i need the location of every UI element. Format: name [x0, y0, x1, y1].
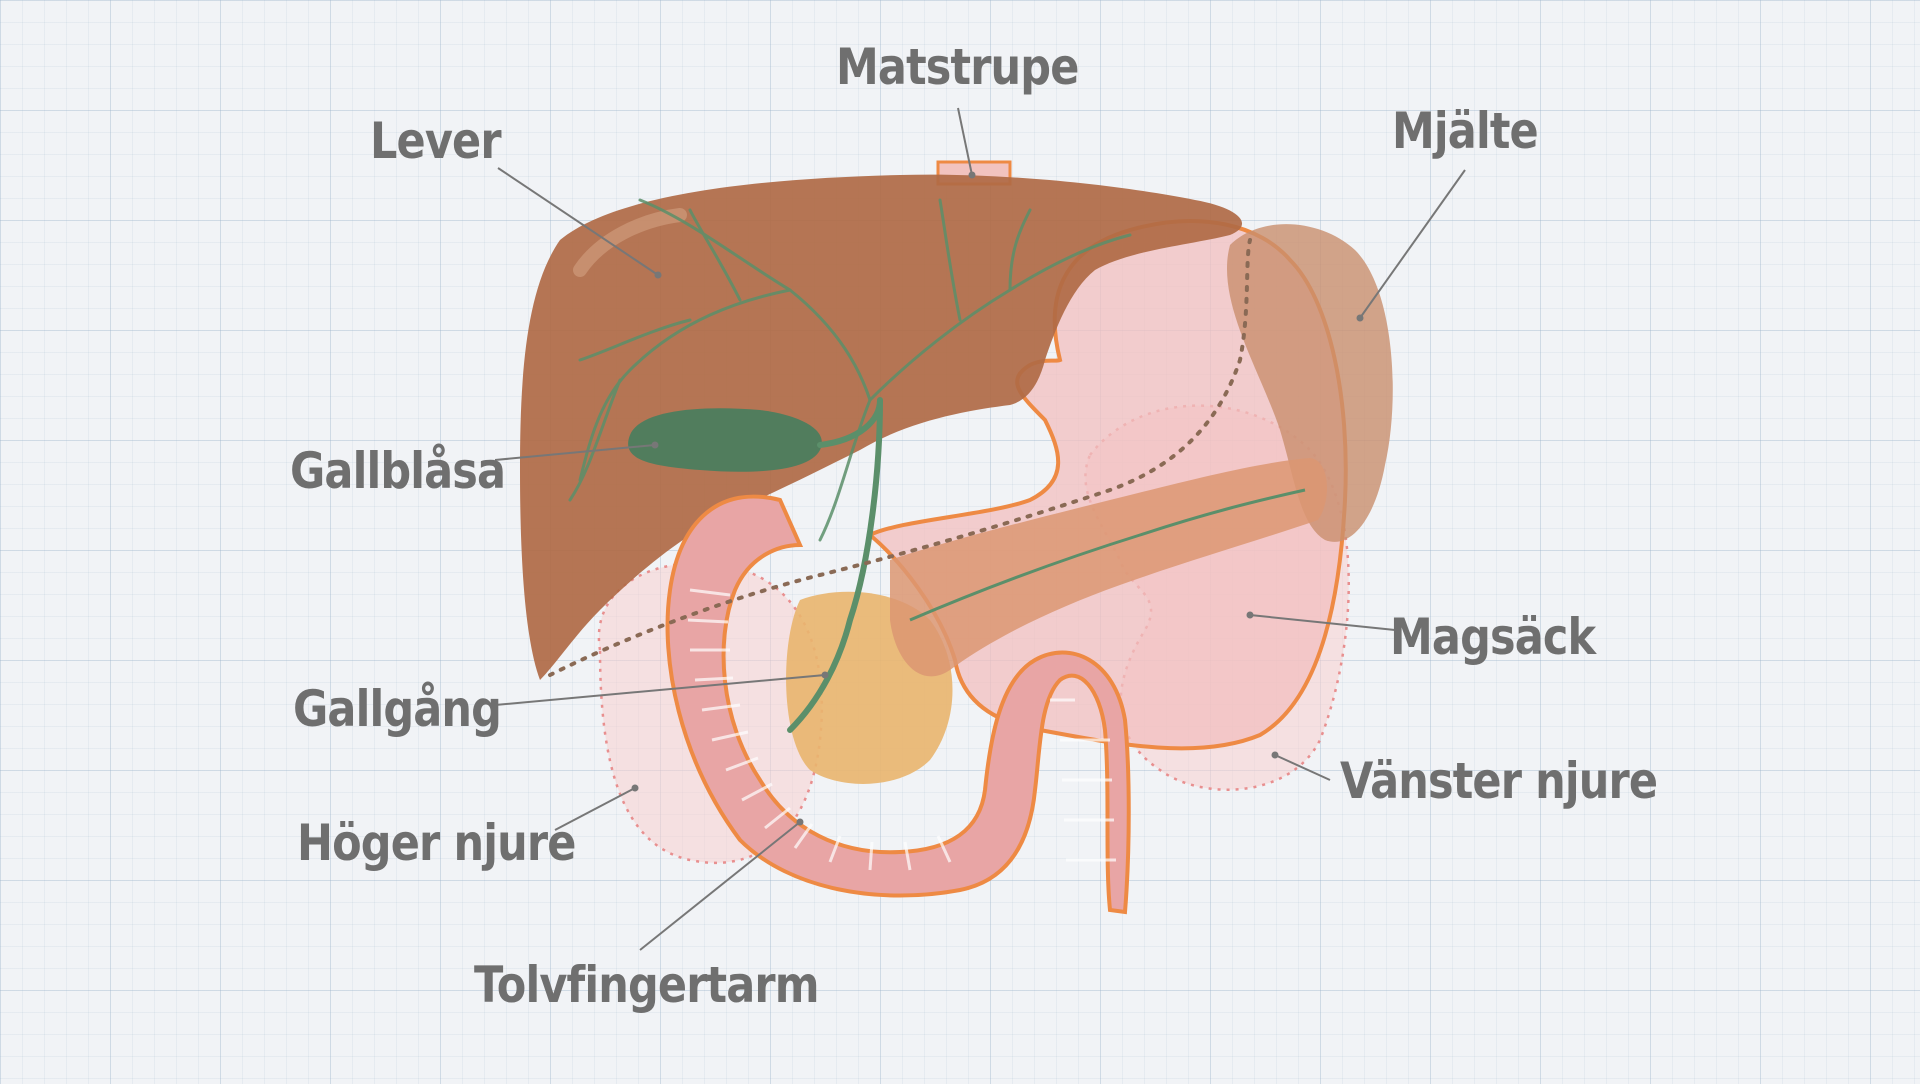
- gallbladder-shape: [628, 408, 822, 472]
- label-stomach: Magsäck: [1390, 608, 1596, 666]
- spleen-shape: [1226, 224, 1393, 542]
- bile-duct-path: [787, 397, 883, 733]
- label-bile-duct: Gallgång: [293, 680, 502, 738]
- label-spleen: Mjälte: [1392, 102, 1539, 160]
- boundary-dotted-line: [548, 238, 1252, 677]
- leader-esophagus: [957, 107, 973, 176]
- liver-highlight: [573, 208, 687, 277]
- leader-stomach: [1249, 614, 1396, 631]
- label-left-kidney: Vänster njure: [1340, 752, 1658, 810]
- label-duodenum: Tolvfingertarm: [474, 956, 820, 1014]
- leader-dots: [631, 171, 1364, 826]
- leader-lines: [494, 107, 1466, 951]
- label-gallbladder: Gallblåsa: [290, 442, 506, 500]
- liver-vessels: [568, 198, 1132, 542]
- leader-duodenum: [639, 821, 801, 951]
- label-liver: Lever: [370, 112, 502, 170]
- label-right-kidney: Höger njure: [297, 814, 576, 872]
- leader-right-kidney: [554, 787, 636, 831]
- label-esophagus: Matstrupe: [836, 38, 1079, 96]
- leader-liver: [497, 167, 659, 276]
- leader-gallbladder: [494, 444, 656, 461]
- pancreatic-duct: [909, 488, 1306, 622]
- leader-left-kidney: [1274, 754, 1331, 781]
- leader-bile-duct: [494, 674, 826, 706]
- leader-spleen: [1359, 169, 1466, 319]
- duodenum-folds: [687, 588, 1116, 871]
